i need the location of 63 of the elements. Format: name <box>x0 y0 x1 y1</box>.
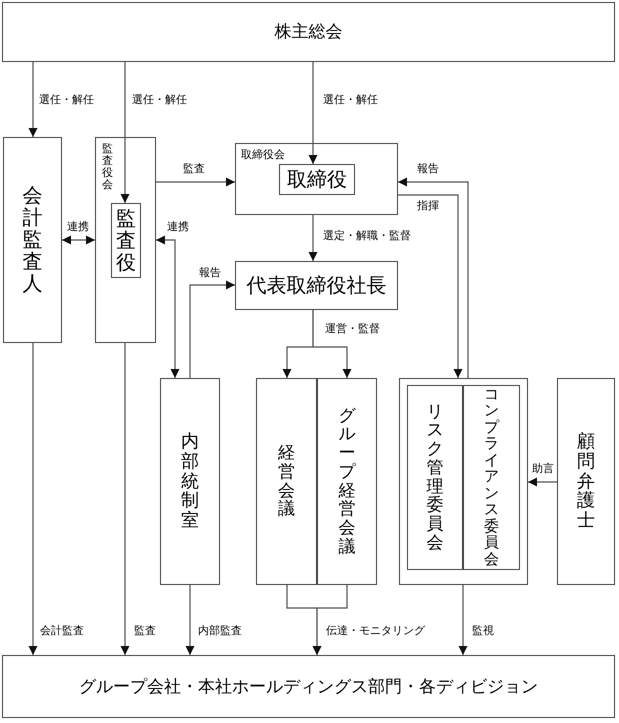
edge-label: 伝達・モニタリング <box>325 624 426 638</box>
edge-label: 運営・監督 <box>324 322 381 336</box>
inner-box <box>279 164 355 195</box>
org-box <box>3 137 62 343</box>
inner-box <box>407 385 463 570</box>
inner-box <box>111 203 141 278</box>
group-heading: 取締役会 <box>241 148 285 163</box>
edge-label: 監視 <box>471 624 495 638</box>
arrow <box>528 478 557 486</box>
edge-label: 報告 <box>416 162 440 176</box>
vertical-label: 顧問弁護士 <box>577 432 595 531</box>
edge-label: 内部監査 <box>197 624 243 638</box>
vertical-label: コンプライアンス委員会 <box>484 386 499 568</box>
node-label: 代表取締役社長 <box>246 274 386 298</box>
org-box <box>557 378 615 585</box>
arrow <box>120 62 130 203</box>
vertical-label: 内部統制室 <box>181 432 199 531</box>
vertical-label: グループ経営会議 <box>338 406 356 556</box>
edge-label: 連携 <box>166 220 190 234</box>
edge-label: 指揮 <box>416 199 440 213</box>
arrow <box>62 236 95 244</box>
edge-label: 連携 <box>66 220 90 234</box>
arrow <box>308 62 318 164</box>
arrow <box>398 178 469 378</box>
arrow <box>308 215 318 261</box>
arrow <box>312 310 352 378</box>
org-box <box>235 261 398 310</box>
arrow <box>156 178 235 186</box>
edge-label: 選任・解任 <box>322 93 379 107</box>
org-box <box>2 2 615 62</box>
inner-box <box>463 385 520 570</box>
arrow <box>120 343 130 655</box>
vertical-label: 監査役会 <box>102 143 113 192</box>
edge-label: 監査 <box>133 624 157 638</box>
edge-label: 選定・解職・監督 <box>322 229 412 243</box>
arrow <box>398 194 462 378</box>
node-label: グループ会社・本社ホールディングス部門・各ディビジョン <box>79 676 538 698</box>
org-box <box>317 378 377 585</box>
org-box <box>235 143 398 215</box>
arrow <box>458 585 468 655</box>
vertical-label: 経営会議 <box>278 444 295 519</box>
org-box <box>95 137 156 343</box>
edge-label: 助言 <box>531 462 555 476</box>
edge-label: 報告 <box>198 266 222 280</box>
node-label: 取締役 <box>287 168 347 192</box>
vertical-label: 会計監査人 <box>22 185 42 295</box>
vertical-label: リスク管理委員会 <box>426 402 444 552</box>
arrow <box>186 585 194 655</box>
org-box <box>2 655 615 718</box>
vertical-label: 監査役 <box>116 208 136 274</box>
edge-label: 会計監査 <box>39 624 85 638</box>
edge-label: 選任・解任 <box>131 93 188 107</box>
edge-label: 監査 <box>182 162 206 176</box>
arrow <box>28 62 38 137</box>
org-box <box>160 378 220 585</box>
arrow <box>156 236 180 378</box>
arrow <box>28 343 38 655</box>
node-label: 株主総会 <box>274 21 342 44</box>
arrow <box>189 280 235 378</box>
arrow <box>312 585 348 655</box>
org-box <box>256 378 317 585</box>
edge-label: 選任・解任 <box>38 93 95 107</box>
org-box <box>399 378 528 585</box>
